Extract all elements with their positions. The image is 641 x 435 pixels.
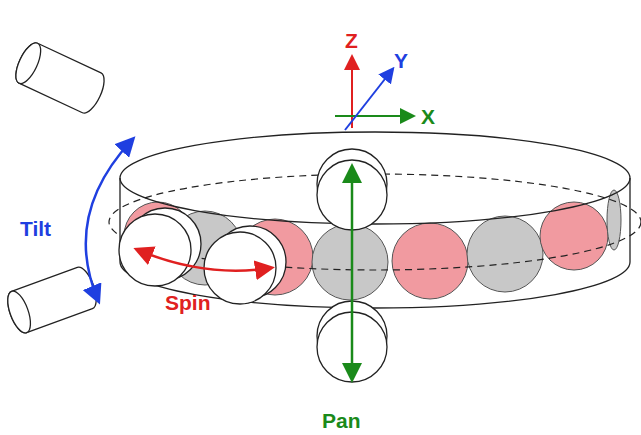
motion-label: Spin — [165, 292, 211, 313]
motion-label: Tilt — [20, 218, 51, 239]
axis-label: Z — [345, 30, 358, 51]
axis-label: X — [421, 106, 435, 127]
motion-label: Pan — [322, 410, 361, 431]
axis-label: Y — [394, 50, 408, 71]
